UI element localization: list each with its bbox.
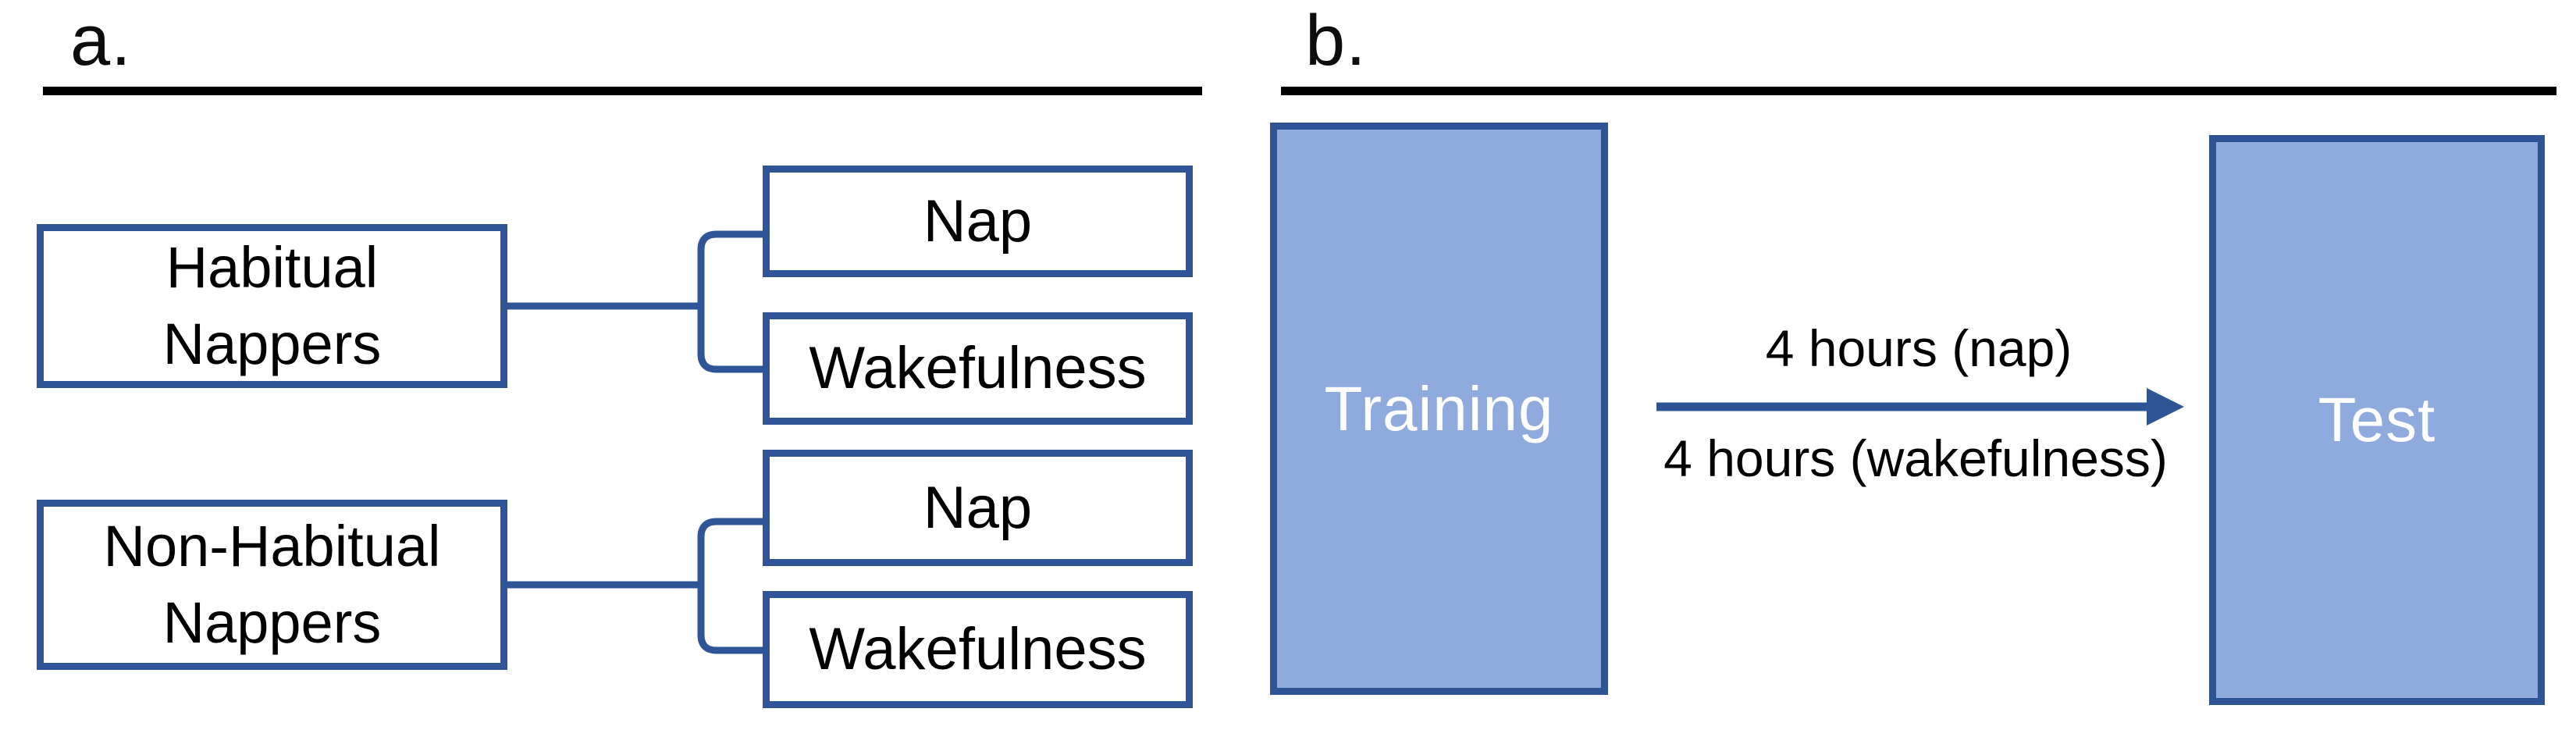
wakefulness-box-top: Wakefulness [763,312,1193,425]
wakefulness-box-bottom: Wakefulness [763,591,1193,708]
habitual-nappers-line2: Nappers [162,312,382,376]
habitual-nappers-line1: Habitual [165,235,379,300]
wakefulness-box-bottom-label: Wakefulness [809,616,1147,683]
habitual-nappers-box: Habitual Nappers [37,224,507,388]
training-box-label: Training [1324,373,1554,443]
training-to-test-arrow-head [2147,388,2184,426]
panel-a-rule [43,87,1202,95]
non-habitual-children-bracket [697,518,763,654]
nap-box-top-label: Nap [923,187,1033,255]
habitual-children-bracket [697,230,763,373]
non-habitual-nappers-line2: Nappers [162,590,382,655]
test-box: Test [2209,135,2545,705]
nap-box-bottom: Nap [763,450,1193,566]
nap-box-bottom-label: Nap [923,474,1033,541]
arrow-label-nap: 4 hours (nap) [1765,319,2073,377]
non-habitual-nappers-line1: Non-Habitual [103,514,441,579]
test-box-label: Test [2318,385,2436,454]
nap-box-top: Nap [763,166,1193,277]
training-box: Training [1270,123,1608,695]
wakefulness-box-top-label: Wakefulness [809,335,1147,402]
panel-a-label: a. [70,1,132,80]
arrow-label-wakefulness: 4 hours (wakefulness) [1663,429,2168,487]
panel-b-rule [1281,87,2556,95]
panel-b-label: b. [1305,1,1367,80]
non-habitual-nappers-box: Non-Habitual Nappers [37,500,507,670]
